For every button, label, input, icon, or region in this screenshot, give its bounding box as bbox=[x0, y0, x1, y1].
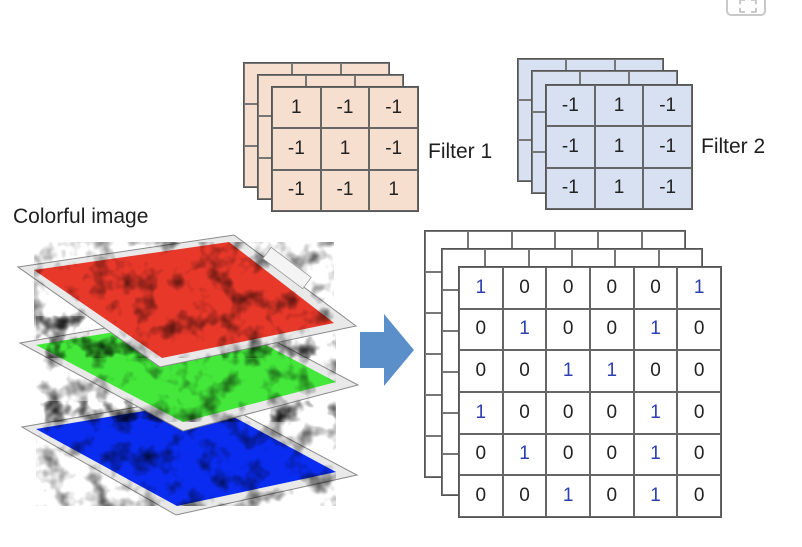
feature-map-cell: 0 bbox=[677, 475, 721, 517]
filter1-cell: 1 bbox=[320, 128, 370, 170]
feature-map-cell: 1 bbox=[633, 475, 678, 517]
feature-map-cell: 1 bbox=[459, 392, 503, 434]
feature-map-cell: 1 bbox=[590, 350, 634, 392]
blue-channel-image bbox=[20, 394, 359, 516]
filter1-cell: -1 bbox=[320, 169, 370, 211]
feature-map-cell: 1 bbox=[546, 475, 590, 517]
filter2-cell: -1 bbox=[546, 167, 595, 209]
fullscreen-icon[interactable] bbox=[726, 0, 766, 16]
feature-map-cell: 0 bbox=[677, 392, 721, 434]
rgb-channel-stack bbox=[16, 234, 360, 516]
feature-map-cell: 0 bbox=[677, 350, 721, 392]
filter2-cell: 1 bbox=[594, 126, 644, 168]
right-arrow-icon bbox=[360, 314, 414, 386]
filter2-cell: -1 bbox=[546, 126, 595, 168]
filter2-cell: -1 bbox=[546, 85, 595, 127]
filter1-cell: -1 bbox=[369, 128, 418, 170]
feature-map-cell: 0 bbox=[546, 392, 590, 434]
feature-map-cell: 0 bbox=[502, 350, 547, 392]
feature-map-cell: 0 bbox=[502, 392, 547, 434]
feature-map-cell: 1 bbox=[502, 433, 547, 476]
filter1-cell: -1 bbox=[272, 128, 321, 170]
feature-map-cell: 0 bbox=[546, 308, 590, 351]
feature-map-cell: 0 bbox=[590, 267, 634, 309]
feature-map-cell: 0 bbox=[633, 350, 678, 392]
feature-map-cell: 0 bbox=[459, 350, 503, 392]
feature-map-cell: 0 bbox=[590, 475, 634, 517]
feature-map-cell: 0 bbox=[677, 308, 721, 351]
filter2-cell: -1 bbox=[643, 126, 692, 168]
filter1-label: Filter 1 bbox=[428, 140, 493, 163]
filter1-cell: -1 bbox=[369, 87, 418, 129]
feature-map-cell: 0 bbox=[590, 392, 634, 434]
filter2-cell: 1 bbox=[594, 85, 644, 127]
filter1-cell: -1 bbox=[320, 87, 370, 129]
feature-map-cell: 1 bbox=[633, 392, 678, 434]
feature-map-cell: 0 bbox=[502, 475, 547, 517]
colorful-image-label: Colorful image bbox=[13, 205, 149, 228]
feature-map-cell: 1 bbox=[633, 433, 678, 476]
feature-map-cell: 0 bbox=[546, 267, 590, 309]
filter2-cell: -1 bbox=[643, 85, 692, 127]
feature-map-cell: 0 bbox=[546, 433, 590, 476]
feature-map-cell: 1 bbox=[502, 308, 547, 351]
feature-map-cell: 1 bbox=[546, 350, 590, 392]
filter2-cell: -1 bbox=[643, 167, 692, 209]
red-channel-image bbox=[16, 234, 358, 368]
feature-map-cell: 1 bbox=[459, 267, 503, 309]
feature-map-cell: 0 bbox=[502, 267, 547, 309]
feature-map-cell: 0 bbox=[590, 308, 634, 351]
feature-map-cell: 0 bbox=[590, 433, 634, 476]
feature-map-cell: 0 bbox=[677, 433, 721, 476]
feature-map-cell: 0 bbox=[459, 475, 503, 517]
feature-map-cell: 0 bbox=[459, 433, 503, 476]
filter2-cell: 1 bbox=[594, 167, 644, 209]
feature-map-cell: 1 bbox=[677, 267, 721, 309]
feature-map-cell: 0 bbox=[459, 308, 503, 351]
feature-map-cell: 0 bbox=[633, 267, 678, 309]
filter1-cell: -1 bbox=[272, 169, 321, 211]
feature-map-cell: 1 bbox=[633, 308, 678, 351]
filter2-label: Filter 2 bbox=[701, 135, 766, 158]
filter1-cell: 1 bbox=[272, 87, 321, 129]
filter1-cell: 1 bbox=[369, 169, 418, 211]
